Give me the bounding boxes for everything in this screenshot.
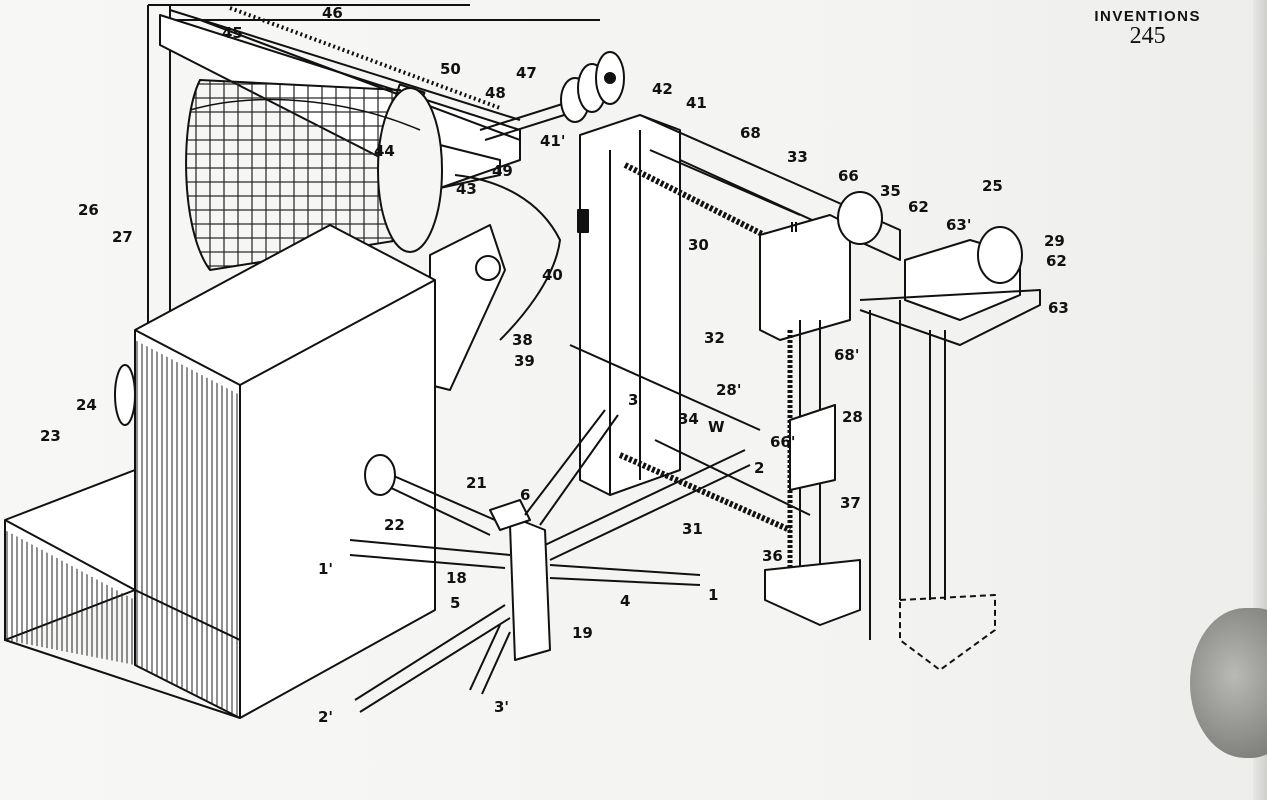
label-36: 36 [762,547,783,565]
label-23: 23 [40,427,61,445]
side-frame [577,114,681,496]
label-28-prime: 28' [716,381,741,399]
label-24: 24 [76,396,97,414]
label-49: 49 [492,162,513,180]
reference-numerals: 46 45 50 47 42 48 41 41' 68 44 49 33 66 … [40,4,1069,726]
label-39: 39 [514,352,535,370]
label-6: 6 [520,486,530,504]
shaft-pulleys [479,51,625,141]
label-40: 40 [542,266,563,284]
label-44: 44 [374,142,395,160]
label-21: 21 [466,474,487,492]
label-2: 2 [754,459,764,477]
label-28: 28 [842,408,863,426]
label-45: 45 [222,24,243,42]
label-19: 19 [572,624,593,642]
label-66: 66 [838,167,859,185]
label-27: 27 [112,228,133,246]
label-25: 25 [982,177,1003,195]
label-50: 50 [440,60,461,78]
carriage-block [759,191,883,341]
label-43: 43 [456,180,477,198]
label-37: 37 [840,494,861,512]
label-63-prime: 63' [946,216,971,234]
slide-block [789,404,836,491]
label-26: 26 [78,201,99,219]
page-header: INVENTIONS 245 [1094,8,1201,49]
label-48: 48 [485,84,506,102]
label-42: 42 [652,80,673,98]
label-62-upper: 62 [908,198,929,216]
label-68-prime: 68' [834,346,859,364]
label-22: 22 [384,516,405,534]
label-46: 46 [322,4,343,22]
label-1-prime: 1' [318,560,333,578]
winding-drum [185,79,443,271]
label-63: 63 [1048,299,1069,317]
label-29: 29 [1044,232,1065,250]
label-18: 18 [446,569,467,587]
label-41: 41 [686,94,707,112]
main-housing [4,224,436,719]
label-3-prime: 3' [494,698,509,716]
guide-rods [569,344,811,533]
label-5: 5 [450,594,460,612]
label-68: 68 [740,124,761,142]
label-47: 47 [516,64,537,82]
motor [859,226,1041,346]
turret [349,409,751,713]
label-38: 38 [512,331,533,349]
label-w: W [708,418,725,436]
section-title: INVENTIONS [1094,8,1201,25]
label-62-lower: 62 [1046,252,1067,270]
label-1: 1 [708,586,718,604]
label-41-prime: 41' [540,132,565,150]
page-edge [1253,0,1267,800]
label-4: 4 [620,592,630,610]
pivot-arm [429,174,561,391]
label-3: 3 [628,391,638,409]
label-2-prime: 2' [318,708,333,726]
label-35: 35 [880,182,901,200]
label-34: 34 [678,410,699,428]
upper-beam [623,114,901,261]
label-32: 32 [704,329,725,347]
label-31: 31 [682,520,703,538]
page-number: 245 [1129,23,1166,49]
label-30: 30 [688,236,709,254]
label-33: 33 [787,148,808,166]
label-66-prime: 66' [770,433,795,451]
